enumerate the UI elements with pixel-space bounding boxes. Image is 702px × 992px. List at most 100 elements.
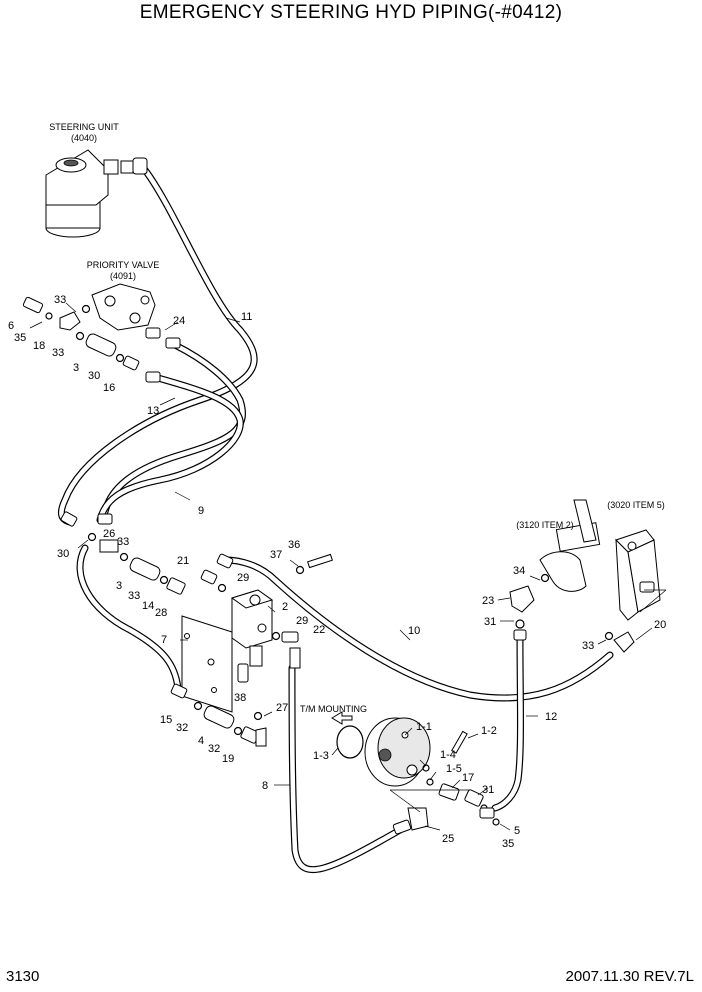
part-label: 13 — [147, 405, 159, 417]
fitting-31-lower — [464, 789, 500, 826]
caption-3120-item-2: (3120 ITEM 2) — [516, 520, 574, 530]
part-label: 37 — [270, 549, 282, 561]
part-label: 31 — [484, 616, 496, 628]
part-label: 15 — [160, 714, 172, 726]
part-label: 8 — [262, 780, 268, 792]
part-label: 35 — [502, 838, 514, 850]
part-label: 27 — [276, 702, 288, 714]
part-label: 19 — [222, 753, 234, 765]
part-label: 35 — [14, 332, 26, 344]
part-label: 2 — [282, 601, 288, 613]
part-label: 20 — [654, 619, 666, 631]
part-label: 30 — [57, 548, 69, 560]
oring-27 — [253, 711, 263, 721]
part-label: 33 — [54, 294, 66, 306]
part-label: 1-5 — [446, 763, 462, 775]
part-label: 12 — [545, 711, 557, 723]
part-label: 33 — [52, 347, 64, 359]
part-label: 14 — [142, 600, 154, 612]
part-label: 22 — [313, 624, 325, 636]
part-label: 31 — [482, 784, 494, 796]
part-label: 32 — [208, 743, 220, 755]
fitting-16 — [145, 371, 161, 383]
hose-13 — [101, 341, 246, 516]
fitting-26 — [60, 511, 129, 562]
part-label: 1-4 — [440, 749, 456, 761]
part-label: 33 — [117, 536, 129, 548]
page-title: EMERGENCY STEERING HYD PIPING(-#0412) — [139, 2, 563, 23]
part-label: 26 — [103, 528, 115, 540]
bolt-1-2 — [451, 730, 468, 754]
part-label: 28 — [155, 607, 167, 619]
part-label: 23 — [482, 595, 494, 607]
caption-priority-valve: PRIORITY VALVE — [87, 260, 160, 270]
part-label: 34 — [513, 565, 525, 577]
part-label: 6 — [8, 320, 14, 332]
fitting-18 — [59, 304, 91, 331]
part-label: 32 — [176, 722, 188, 734]
part-label: 33 — [582, 640, 594, 652]
part-label: 24 — [173, 315, 185, 327]
part-label: 1-3 — [313, 750, 329, 762]
pipe-3120-item-2 — [539, 499, 601, 592]
part-number-labels: 6 35 33 18 33 3 30 16 24 11 13 9 30 26 3… — [8, 294, 666, 850]
part-label: 10 — [408, 625, 420, 637]
part-label: 33 — [128, 590, 140, 602]
check-valve-3-upper — [75, 331, 140, 371]
caption-3020-item-5: (3020 ITEM 5) — [607, 500, 665, 510]
part-label: 38 — [234, 692, 246, 704]
part-label: 3 — [73, 362, 79, 374]
caption-steering-unit-ref: (4040) — [71, 133, 97, 143]
fitting-20 — [604, 631, 635, 653]
part-label: 30 — [88, 370, 100, 382]
fitting-17 — [422, 764, 460, 801]
oring-1-3 — [336, 725, 364, 759]
hose-10 — [221, 556, 614, 702]
leader-lines — [29, 302, 667, 831]
fitting-25 — [392, 807, 429, 835]
part-label: 7 — [161, 634, 167, 646]
fitting-24 — [145, 327, 181, 349]
fitting-22 — [271, 631, 301, 669]
part-label: 36 — [288, 539, 300, 551]
part-label: 1-1 — [416, 721, 432, 733]
manifold-3020-item-5 — [615, 529, 661, 621]
part-label: 29 — [296, 615, 308, 627]
part-label: 11 — [241, 311, 252, 323]
part-label: 9 — [198, 505, 204, 517]
part-label: 16 — [103, 382, 115, 394]
tm-arrow — [331, 711, 353, 725]
steering-fitting — [120, 157, 148, 175]
steering-unit — [45, 149, 119, 238]
part-label: 18 — [33, 340, 45, 352]
part-label: 21 — [177, 555, 189, 567]
part-label: 29 — [237, 572, 249, 584]
fitting-23 — [509, 585, 535, 641]
fitting-6 — [22, 296, 53, 320]
fitting-15 — [170, 683, 203, 711]
pump-1-1 — [364, 717, 431, 787]
page-number: 3130 — [6, 968, 40, 985]
hose-12 — [491, 636, 524, 812]
priority-valve — [91, 283, 156, 331]
check-valve-3-middle — [129, 557, 186, 595]
part-label: 3 — [116, 580, 122, 592]
hose-lower-left — [76, 544, 182, 692]
part-label: 25 — [442, 833, 454, 845]
hose-9 — [96, 374, 244, 524]
fitting-21 — [200, 553, 234, 593]
fitting-38 — [237, 663, 249, 683]
part-label: 4 — [198, 735, 204, 747]
part-label: 1-2 — [481, 725, 497, 737]
part-label: 17 — [462, 772, 474, 784]
bolt-36 — [295, 553, 333, 575]
hose-8 — [288, 664, 404, 874]
caption-steering-unit: STEERING UNIT — [49, 122, 119, 132]
valve-block-2 — [230, 589, 274, 667]
date-revision: 2007.11.30 REV.7L — [565, 968, 694, 985]
caption-priority-valve-ref: (4091) — [110, 271, 136, 281]
caption-tm-mounting: T/M MOUNTING — [300, 704, 367, 714]
part-label: 5 — [514, 825, 520, 837]
mounting-plate-7 — [181, 615, 233, 713]
